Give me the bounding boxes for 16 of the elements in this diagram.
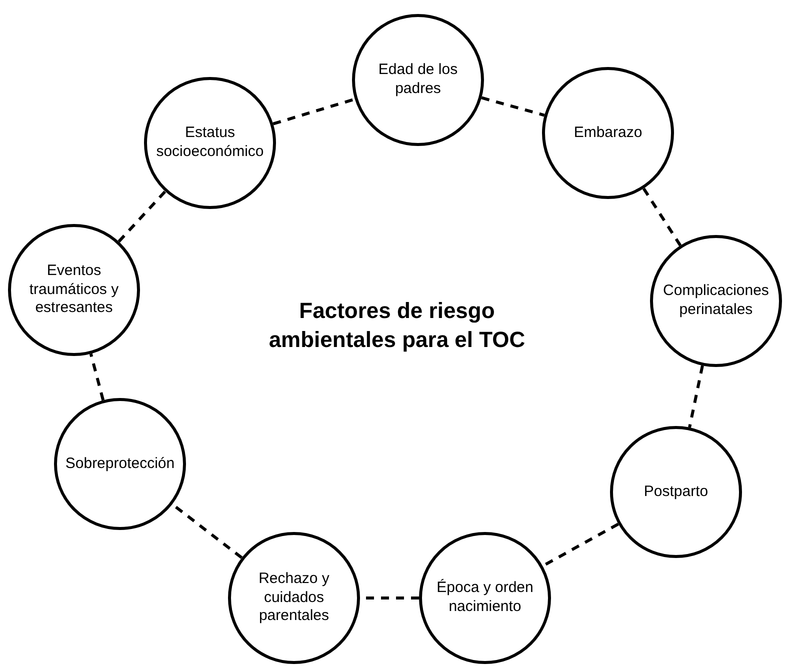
factor-label: Edad de los padres (377, 61, 459, 99)
factor-label: Postparto (642, 482, 710, 502)
dashed-connector (688, 365, 704, 428)
factor-label: Sobreprotección (64, 454, 176, 474)
factor-label: Eventos traumáticos y estresantes (28, 262, 120, 318)
factor-label: Complicaciones perinatales (662, 282, 770, 320)
dashed-connector (272, 98, 356, 126)
factor-label: Época y orden nacimiento (436, 579, 534, 617)
factor-label: Estatus socioeconómico (155, 124, 265, 162)
factor-label: Embarazo (572, 124, 644, 142)
factor-label: Rechazo y cuidados parentales (258, 570, 330, 626)
dashed-connector (89, 353, 105, 401)
diagram-title: Factores de riesgo ambientales para el TOC (268, 297, 526, 354)
dashed-connector (118, 190, 166, 243)
dashed-connector (481, 96, 545, 117)
dashed-connector (642, 188, 682, 246)
